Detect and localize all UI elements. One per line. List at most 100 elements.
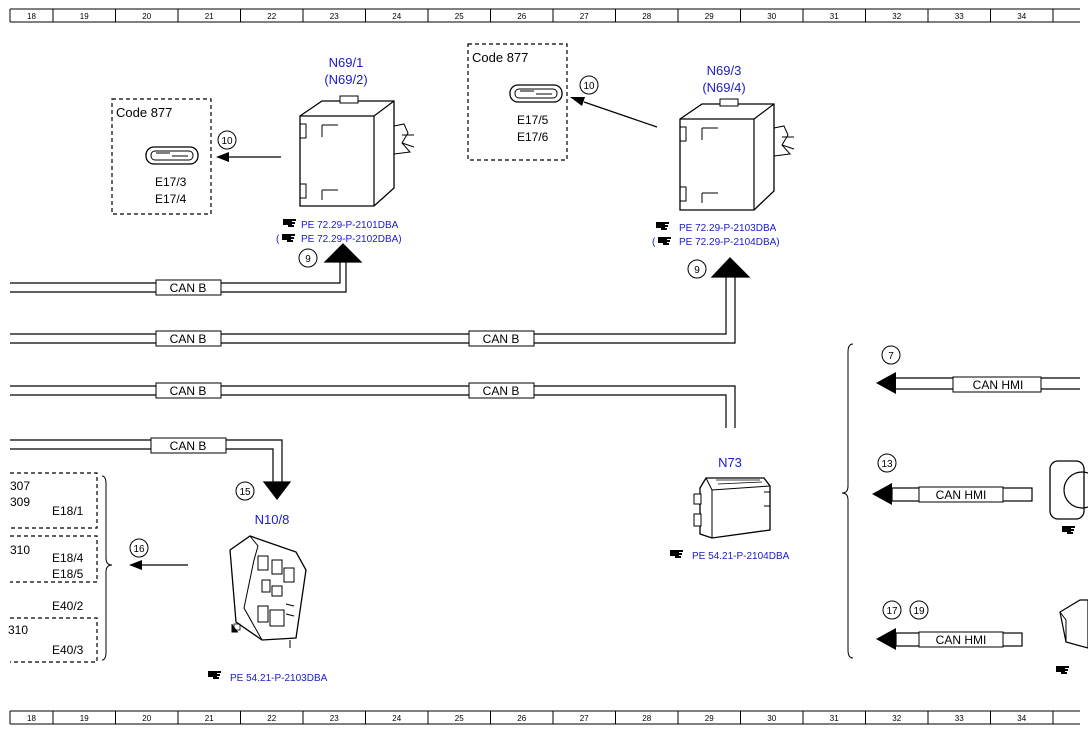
- top-grid-column-number: 26: [517, 12, 526, 21]
- fuse-code: 307: [10, 479, 30, 493]
- reference-hand-icon: [1062, 526, 1075, 534]
- can-b-label-5: CAN B: [468, 382, 535, 399]
- component-id: E17/3: [155, 175, 187, 189]
- can-b-label-1: CAN B: [155, 279, 222, 296]
- bottom-grid-column-number: 27: [580, 714, 589, 723]
- bottom-grid-column-number: 28: [642, 714, 651, 723]
- reference-text[interactable]: PE 54.21-P-2104DBA: [692, 551, 790, 562]
- reference-text[interactable]: PE 72.29-P-2102DBA): [301, 234, 402, 245]
- head-unit-icon: [1056, 599, 1088, 674]
- bottom-grid-column-number: 31: [830, 714, 839, 723]
- svg-text:13: 13: [881, 459, 893, 470]
- svg-text:CAN B: CAN B: [170, 281, 207, 295]
- top-grid-column-number: 19: [80, 12, 89, 21]
- code-877-box-right: Code 877 E17/5 E17/6: [467, 43, 568, 161]
- svg-text:CAN B: CAN B: [483, 332, 520, 346]
- code-box-title: Code 877: [116, 105, 172, 120]
- bottom-grid-column-number: 22: [267, 714, 276, 723]
- bottom-grid-column-number: 26: [517, 714, 526, 723]
- reference-paren: (: [276, 234, 280, 245]
- svg-text:CAN B: CAN B: [170, 439, 207, 453]
- reference-hand-icon: [283, 219, 296, 227]
- top-grid-column-number: 30: [767, 12, 776, 21]
- fuse-relay-box-icon: [229, 535, 307, 648]
- can-b-label-4: CAN B: [155, 382, 222, 399]
- can-hmi-line-3: CAN HMI: [876, 628, 1023, 650]
- fuse-code: 309: [10, 495, 30, 509]
- reference-hand-icon: [208, 671, 221, 679]
- bottom-grid-column-number: 33: [955, 714, 964, 723]
- can-hmi-line-1: CAN HMI: [876, 372, 1080, 394]
- bottom-grid-column-number: 34: [1017, 714, 1026, 723]
- code-877-box-left: Code 877 E17/3 E17/4: [111, 98, 212, 215]
- display-unit-icon: [1049, 460, 1088, 534]
- reference-text[interactable]: PE 72.29-P-2103DBA: [679, 223, 777, 234]
- svg-text:19: 19: [913, 606, 925, 617]
- fuse-id: E40/2: [52, 599, 84, 613]
- top-grid-column-number: 32: [892, 12, 901, 21]
- svg-text:9: 9: [305, 254, 311, 265]
- can-b-line-1: [10, 243, 363, 293]
- lamp-icon: [509, 84, 563, 103]
- callout-9-left: 9: [298, 248, 318, 268]
- component-id: E17/6: [517, 130, 549, 144]
- fuse-id: E40/3: [52, 643, 84, 657]
- callout-19: 19: [909, 600, 929, 620]
- svg-text:CAN HMI: CAN HMI: [973, 378, 1024, 392]
- svg-text:9: 9: [694, 265, 700, 276]
- can-b-label-3: CAN B: [468, 330, 535, 347]
- svg-text:CAN B: CAN B: [170, 384, 207, 398]
- component-label: N69/3: [707, 63, 742, 78]
- top-grid-column-number: 24: [392, 12, 401, 21]
- top-grid-column-number: 18: [27, 12, 36, 21]
- reference-hand-icon: [656, 222, 669, 230]
- can-hmi-line-2: CAN HMI: [872, 483, 1033, 505]
- bottom-grid-column-number: 32: [892, 714, 901, 723]
- n10-8-module: 15 N10/8 PE 54.21-P-2103DBA: [208, 481, 328, 684]
- top-grid-column-number: 22: [267, 12, 276, 21]
- callout-7: 7: [881, 345, 901, 365]
- reference-text[interactable]: PE 72.29-P-2104DBA): [679, 237, 780, 248]
- reference-hand-icon: [670, 550, 683, 558]
- bottom-grid-column-number: 23: [330, 714, 339, 723]
- fuse-id: E18/1: [52, 504, 84, 518]
- top-grid-column-number: 21: [205, 12, 214, 21]
- component-label: N73: [718, 455, 742, 470]
- fuse-id: E18/5: [52, 567, 84, 581]
- svg-text:CAN B: CAN B: [170, 332, 207, 346]
- can-b-label-2: CAN B: [155, 330, 222, 347]
- reference-text[interactable]: PE 72.29-P-2101DBA: [301, 220, 399, 231]
- reference-paren: (: [652, 237, 656, 248]
- svg-text:16: 16: [133, 544, 145, 555]
- code-box-title: Code 877: [472, 50, 528, 65]
- reference-text[interactable]: PE 54.21-P-2103DBA: [230, 673, 328, 684]
- callout-13: 13: [877, 453, 897, 473]
- svg-text:CAN B: CAN B: [483, 384, 520, 398]
- can-b-label-6: CAN B: [150, 437, 227, 454]
- top-grid-column-number: 29: [705, 12, 714, 21]
- callout-10-right: 10: [579, 75, 599, 95]
- bottom-grid-column-number: 19: [80, 714, 89, 723]
- n73-module: N73 PE 54.21-P-2104DBA: [670, 455, 790, 562]
- callout-9-right: 9: [687, 259, 707, 279]
- svg-text:10: 10: [221, 136, 233, 147]
- arrow-to-e17-3: [216, 152, 281, 162]
- top-grid-column-number: 31: [830, 12, 839, 21]
- top-grid-column-number: 28: [642, 12, 651, 21]
- bottom-grid-column-number: 20: [142, 714, 151, 723]
- bottom-grid-column-number: 18: [27, 714, 36, 723]
- bottom-grid-column-number: 29: [705, 714, 714, 723]
- fuse-list-left: 307 309 E18/1 310 E18/4 E18/5 E40/2 310 …: [8, 472, 113, 663]
- component-label-alt: (N69/4): [702, 80, 745, 95]
- svg-text:CAN HMI: CAN HMI: [936, 633, 987, 647]
- svg-text:CAN HMI: CAN HMI: [936, 488, 987, 502]
- lamp-icon: [145, 146, 199, 165]
- bottom-grid-column-number: 21: [205, 714, 214, 723]
- bottom-grid-column-number: 30: [767, 714, 776, 723]
- svg-text:7: 7: [888, 351, 894, 362]
- can-b-line-3: [10, 385, 736, 428]
- bottom-grid-column-number: 24: [392, 714, 401, 723]
